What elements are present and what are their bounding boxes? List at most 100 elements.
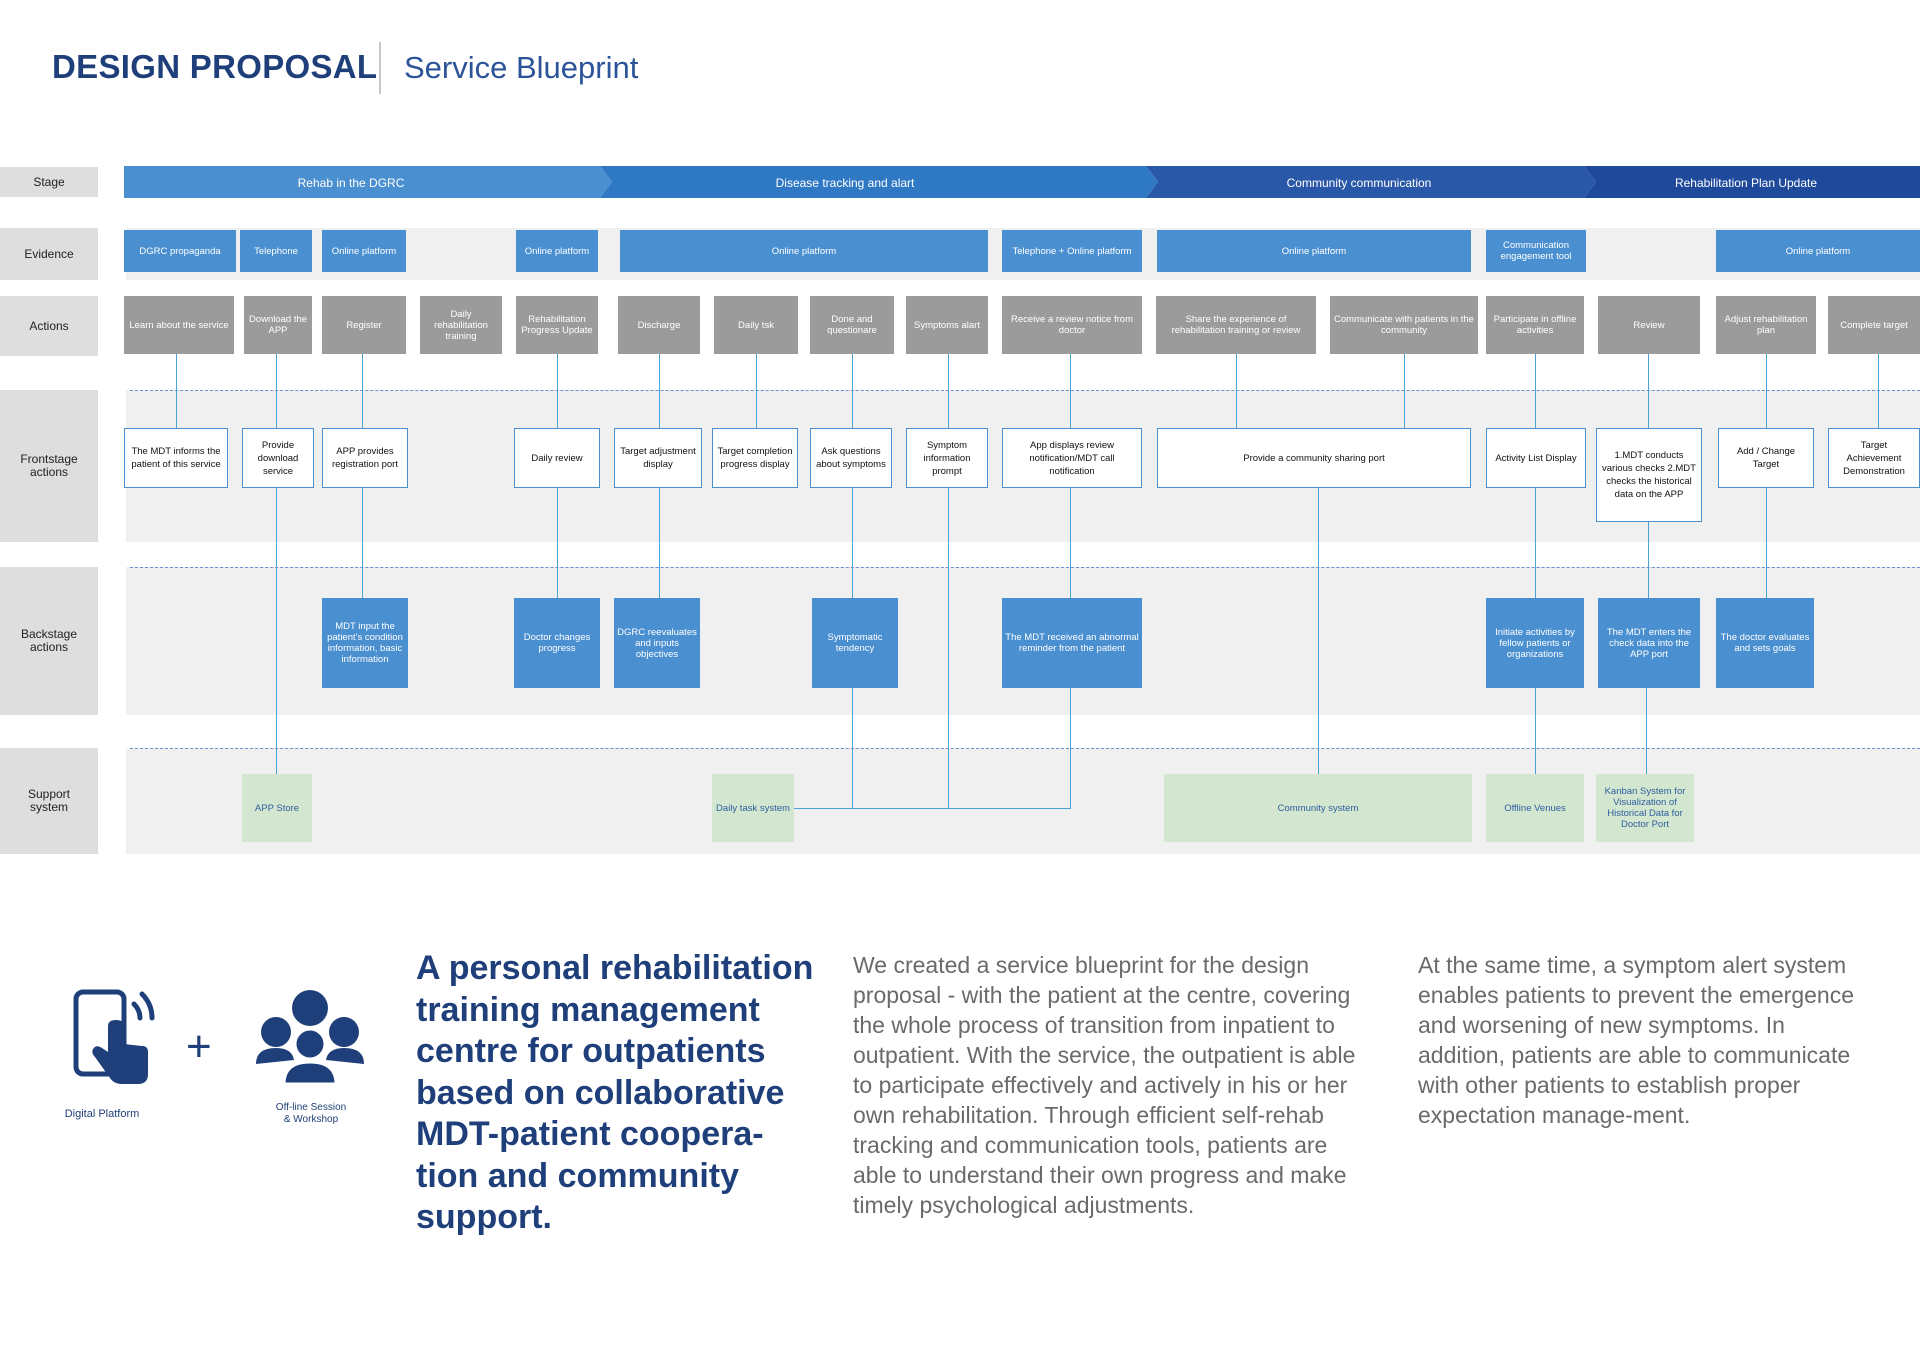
connector-line: [1766, 488, 1767, 598]
backstage-box: DGRC reevaluates and inputs objectives: [614, 598, 700, 688]
connector-line: [852, 488, 853, 598]
evidence-box: Online platform: [620, 230, 988, 272]
action-box: Rehabilitation Progress Update: [516, 296, 598, 354]
row-label-frontstage: Frontstage actions: [0, 390, 98, 542]
evidence-box: DGRC propaganda: [124, 230, 236, 272]
digital-platform-label: Digital Platform: [64, 1108, 140, 1120]
connector-line: [948, 354, 949, 428]
offline-session-label: Off-line Session & Workshop: [275, 1102, 347, 1125]
phone-tap-icon: [73, 989, 155, 1084]
row-label-evidence: Evidence: [0, 228, 98, 280]
action-box: Done and questionare: [810, 296, 894, 354]
action-box: Download the APP: [244, 296, 312, 354]
frontstage-box: Provide download service: [242, 428, 314, 488]
action-box: Receive a review notice from doctor: [1002, 296, 1142, 354]
connector-line: [1646, 688, 1647, 774]
frontstage-box: Add / Change Target: [1718, 428, 1814, 488]
action-box: Share the experience of rehabilitation t…: [1156, 296, 1316, 354]
connector-line: [1648, 354, 1649, 428]
connector-line: [1404, 354, 1405, 428]
stage-chevron-3: [1146, 166, 1596, 198]
connector-line: [659, 488, 660, 598]
stage-label-2: Disease tracking and alart: [775, 176, 915, 190]
action-box: Daily rehabilitation training: [420, 296, 502, 354]
frontstage-box: Ask questions about symptoms: [810, 428, 892, 488]
backstage-box: Initiate activities by fellow patients o…: [1486, 598, 1584, 688]
connector-line: [1535, 488, 1536, 598]
line-of-interaction: [130, 390, 1920, 391]
frontstage-box: Provide a community sharing port: [1157, 428, 1471, 488]
row-label-stage: Stage: [0, 167, 98, 197]
support-box: APP Store: [242, 774, 312, 842]
action-box: Communicate with patients in the communi…: [1330, 296, 1478, 354]
group-people-icon: [256, 990, 364, 1086]
connector-line: [1648, 522, 1649, 598]
connector-line: [557, 354, 558, 428]
connector-line: [276, 354, 277, 428]
backstage-box: MDT input the patient's condition inform…: [322, 598, 408, 688]
connector-line: [794, 808, 1071, 809]
page-title: DESIGN PROPOSAL: [52, 48, 378, 85]
support-box: Daily task system: [712, 774, 794, 842]
connector-line: [948, 488, 949, 808]
action-box: Symptoms alart: [906, 296, 988, 354]
title-divider: [379, 42, 381, 94]
support-box: Community system: [1164, 774, 1472, 842]
stage-label-1: Rehab in the DGRC: [297, 176, 405, 190]
connector-line: [659, 354, 660, 428]
backstage-box: The MDT received an abnormal reminder fr…: [1002, 598, 1142, 688]
stage-label-4: Rehabilitation Plan Update: [1674, 176, 1818, 190]
row-label-backstage: Backstage actions: [0, 567, 98, 715]
action-box: Learn about the service: [124, 296, 234, 354]
connector-line: [276, 488, 277, 774]
stage-chevron-2: [600, 166, 1158, 198]
connector-line: [1535, 688, 1536, 774]
action-box: Review: [1598, 296, 1700, 354]
connector-line: [176, 354, 177, 428]
stage-chevron-1: [124, 166, 612, 198]
line-of-visibility: [130, 567, 1920, 568]
evidence-box: Online platform: [1157, 230, 1471, 272]
row-label-support: Support system: [0, 748, 98, 854]
evidence-box: Online platform: [1716, 230, 1920, 272]
frontstage-box: Daily review: [514, 428, 600, 488]
connector-line: [1878, 354, 1879, 428]
connector-line: [756, 354, 757, 428]
plus-sign: +: [186, 1022, 212, 1071]
frontstage-box: 1.MDT conducts various checks 2.MDT chec…: [1596, 428, 1702, 522]
action-box: Discharge: [618, 296, 700, 354]
connector-line: [362, 354, 363, 428]
frontstage-box: The MDT informs the patient of this serv…: [124, 428, 228, 488]
connector-line: [362, 488, 363, 598]
frontstage-box: Symptom information prompt: [906, 428, 988, 488]
connector-line: [1070, 354, 1071, 428]
support-box: Offline Venues: [1486, 774, 1584, 842]
description-paragraph-2: At the same time, a symptom alert system…: [1418, 952, 1855, 1128]
headline-statement: A personal rehabilitation training manag…: [416, 949, 814, 1236]
evidence-box: Online platform: [516, 230, 598, 272]
connector-line: [852, 354, 853, 428]
frontstage-box: APP provides registration port: [322, 428, 408, 488]
action-box: Adjust rehabilitation plan: [1716, 296, 1816, 354]
frontstage-box: App displays review notification/MDT cal…: [1002, 428, 1142, 488]
connector-line: [1318, 488, 1319, 774]
evidence-box: Online platform: [322, 230, 406, 272]
line-of-internal-interaction: [130, 748, 1920, 749]
frontstage-box: Target completion progress display: [712, 428, 798, 488]
backstage-box: The doctor evaluates and sets goals: [1716, 598, 1814, 688]
evidence-box: Telephone: [240, 230, 312, 272]
frontstage-box: Target Achievement Demonstration: [1828, 428, 1920, 488]
frontstage-box: Activity List Display: [1486, 428, 1586, 488]
stage-chevron-4: [1584, 166, 1920, 198]
description-paragraph-1: We created a service blueprint for the d…: [853, 952, 1356, 1218]
page-subtitle: Service Blueprint: [404, 50, 639, 85]
backstage-box: Symptomatic tendency: [812, 598, 898, 688]
row-label-actions: Actions: [0, 296, 98, 356]
backstage-box: The MDT enters the check data into the A…: [1598, 598, 1700, 688]
stage-bar: [124, 166, 1920, 198]
action-box: Daily tsk: [714, 296, 798, 354]
backstage-box: Doctor changes progress: [514, 598, 600, 688]
stage-label-3: Community communication: [1286, 176, 1432, 190]
action-box: Register: [322, 296, 406, 354]
connector-line: [1070, 488, 1071, 598]
